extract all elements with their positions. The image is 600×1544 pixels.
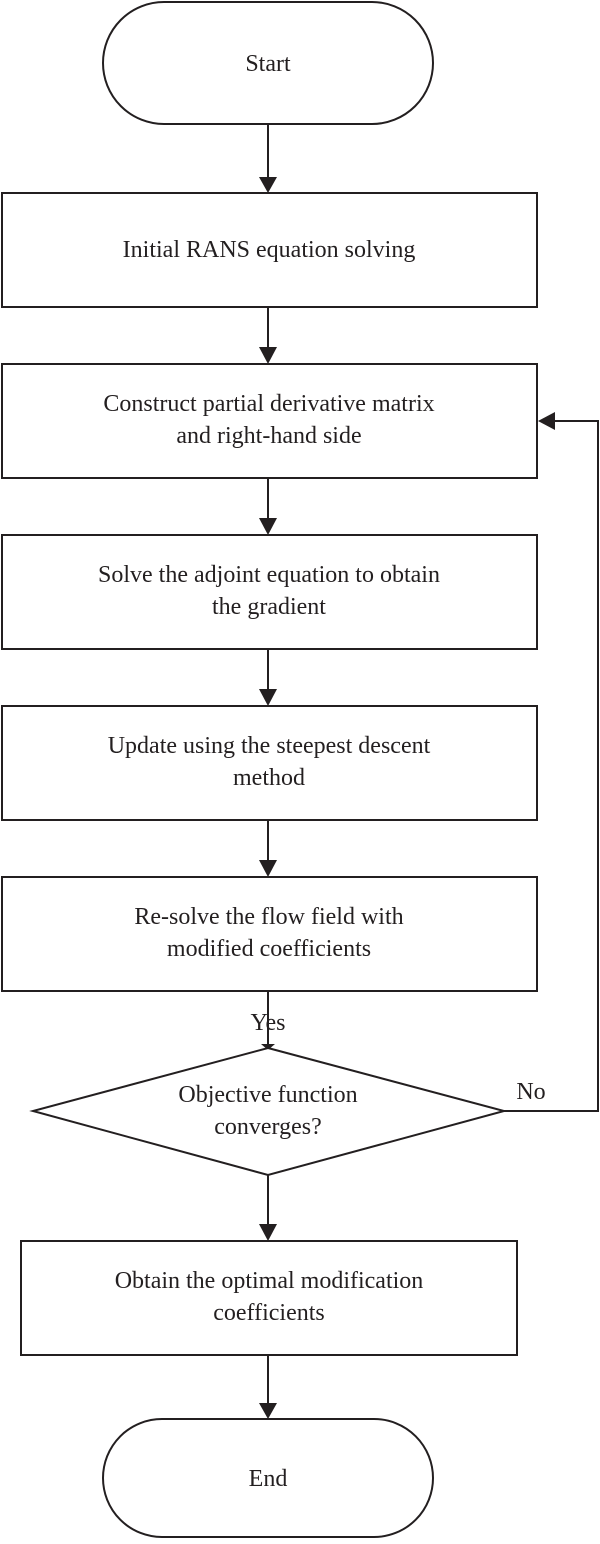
end-node: End (102, 1418, 434, 1538)
arrowhead (259, 1224, 277, 1241)
step-resolve-flow-field: Re-solve the flow field with modified co… (1, 876, 538, 992)
yes-label: Yes (251, 1010, 286, 1036)
step-solve-adjoint-line2: the gradient (212, 594, 326, 620)
arrowhead (259, 347, 277, 364)
step-obtain-optimal: Obtain the optimal modification coeffici… (20, 1240, 518, 1356)
step-resolve-line1: Re-solve the flow field with (134, 904, 403, 930)
step-update-line1: Update using the steepest descent (108, 733, 431, 759)
arrowhead (259, 1403, 277, 1419)
step-obtain-line2: coefficients (213, 1300, 325, 1326)
step-initial-rans-label: Initial RANS equation solving (123, 237, 416, 263)
start-node: Start (102, 1, 434, 125)
arrowhead (259, 518, 277, 535)
decision-converges: Objective function converges? (29, 1046, 508, 1177)
arrowhead (259, 177, 277, 193)
step-initial-rans: Initial RANS equation solving (1, 192, 538, 308)
decision-line1: Objective function (178, 1082, 357, 1108)
step-construct-matrix: Construct partial derivative matrix and … (1, 363, 538, 479)
no-loop-connector (504, 420, 599, 1112)
step-construct-matrix-line2: and right-hand side (176, 423, 361, 449)
arrowhead (259, 689, 277, 706)
decision-line2: converges? (214, 1114, 322, 1140)
step-construct-matrix-line1: Construct partial derivative matrix (103, 391, 434, 417)
no-label: No (516, 1079, 545, 1105)
step-solve-adjoint-line1: Solve the adjoint equation to obtain (98, 562, 440, 588)
step-update-line2: method (233, 765, 305, 791)
step-obtain-line1: Obtain the optimal modification (115, 1268, 424, 1294)
step-resolve-line2: modified coefficients (167, 936, 371, 962)
step-solve-adjoint: Solve the adjoint equation to obtain the… (1, 534, 538, 650)
start-label: Start (245, 51, 291, 77)
end-label: End (249, 1466, 288, 1492)
arrowhead (259, 860, 277, 877)
step-update-steepest-descent: Update using the steepest descent method (1, 705, 538, 821)
arrowhead (538, 412, 555, 430)
